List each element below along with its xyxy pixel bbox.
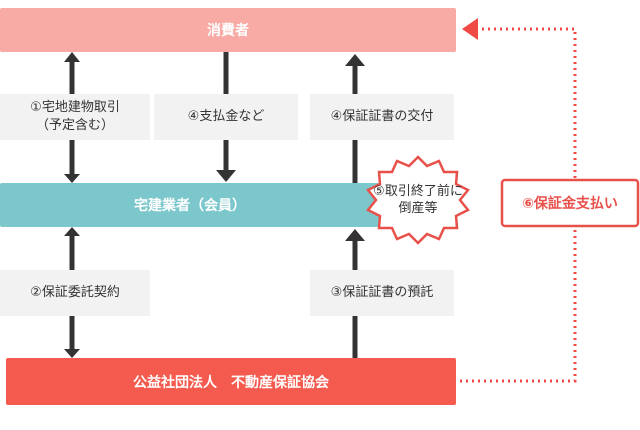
step-3-box: ③保証証書の預託 — [310, 270, 454, 316]
callout-6-box — [500, 178, 640, 228]
arrow-up-2 — [64, 227, 80, 236]
step-5-line-1: ⑤取引終了前に — [373, 184, 463, 199]
step-4a-box: ④支払金など — [154, 94, 298, 140]
association-bar: 公益社団法人 不動産保証協会 — [6, 358, 456, 405]
arrow-up-3 — [345, 229, 365, 241]
step-6-label: ⑥保証金支払い — [502, 180, 638, 226]
broker-bar: 宅建業者（会員） — [0, 183, 380, 227]
step-5-text: ⑤取引終了前に 倒産等 — [368, 183, 468, 217]
step-5-line-2: 倒産等 — [398, 201, 438, 216]
step-4b-label: ④保証証書の交付 — [330, 109, 434, 124]
arrow-down-2 — [64, 349, 80, 358]
step-4b-box: ④保証証書の交付 — [310, 94, 454, 140]
step-3-label: ③保証証書の預託 — [330, 285, 434, 300]
arrow-up-4b — [345, 54, 365, 66]
step-4a-label: ④支払金など — [187, 109, 265, 124]
step-2-label: ②保証委託契約 — [30, 285, 120, 300]
step-6-text: ⑥保証金支払い — [522, 196, 618, 212]
step-1-line-1: ①宅地建物取引 — [30, 100, 120, 115]
association-label: 公益社団法人 不動産保証協会 — [133, 374, 329, 391]
step-1-line-2: （予定含む） — [35, 118, 114, 133]
broker-label: 宅建業者（会員） — [134, 198, 246, 214]
consumer-bar: 消費者 — [0, 8, 456, 52]
step-1-box: ①宅地建物取引 （予定含む） — [0, 94, 150, 140]
arrow-left-6 — [462, 18, 478, 40]
consumer-label: 消費者 — [207, 23, 249, 39]
burst-shape — [366, 155, 470, 245]
step-2-box: ②保証委託契約 — [0, 270, 150, 316]
arrow-down-1 — [64, 174, 80, 183]
arrow-down-4a — [216, 170, 236, 182]
arrow-up-1 — [64, 52, 80, 62]
